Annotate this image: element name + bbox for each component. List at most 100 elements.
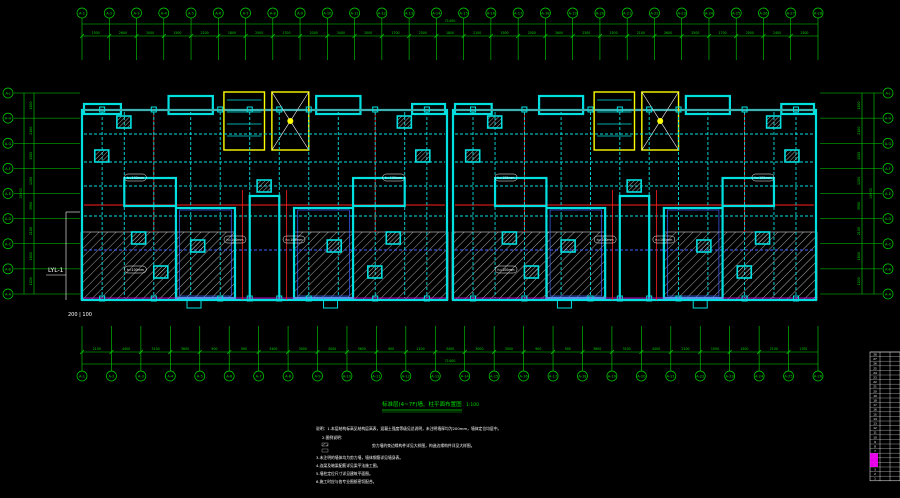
dimension-tick	[609, 349, 615, 355]
dimension-tick	[107, 33, 112, 39]
dimension-value: 1500	[609, 31, 617, 35]
axis-label: A-21	[667, 375, 675, 379]
axis-label: A-F	[5, 167, 11, 171]
axis-bubble	[2, 87, 14, 99]
wall-column	[470, 295, 477, 302]
dimension-tick	[570, 33, 575, 39]
axis-label: A-A	[885, 293, 892, 297]
axis-bubble	[164, 370, 176, 382]
shear-wall	[315, 94, 362, 116]
table-cell: 1	[874, 477, 876, 481]
axis-label: A-25	[732, 12, 740, 16]
axis-label: A-9	[315, 375, 322, 379]
wall-column	[326, 239, 343, 253]
note-line: 6.施工时应与各专业图纸密切配合。	[316, 479, 377, 484]
wall-column	[696, 239, 712, 253]
axis-bubble	[2, 188, 14, 199]
table-cell: 14	[873, 417, 877, 421]
axis-bubble	[312, 370, 323, 382]
axis-bubble	[376, 7, 388, 19]
room-tag: h=100mm	[754, 176, 771, 180]
drawing-scale: 1:100	[466, 402, 479, 408]
dimension-tick	[639, 349, 644, 355]
axis-label: A-15	[460, 12, 468, 16]
axis-label: A-8	[285, 375, 292, 379]
dimension-value: 900	[241, 347, 247, 351]
room-outline	[297, 209, 350, 297]
axis-label: A-21	[623, 12, 631, 16]
table-cell: 28	[873, 353, 877, 357]
axis-bubble	[547, 370, 559, 382]
shear-wall	[248, 194, 281, 302]
table-cell: 13	[873, 422, 877, 426]
dimension-value: 1200	[857, 177, 861, 185]
axis-label: A-B	[885, 267, 892, 271]
dimension-value: 2100	[857, 227, 861, 235]
room-tag-frame	[593, 235, 617, 244]
dimension-tick	[168, 349, 173, 355]
wall-column	[385, 231, 402, 245]
axis-label: A-D	[5, 217, 12, 221]
axis-bubble	[485, 7, 497, 19]
wall-column	[692, 299, 708, 309]
shear-wall	[411, 102, 447, 116]
dimension-value: 900	[565, 347, 571, 351]
room-tag: h=100mm	[498, 176, 515, 180]
axis-bubble	[594, 7, 606, 19]
axis-label: A-G	[885, 142, 892, 146]
table-cell: 26	[873, 362, 877, 366]
wall-column	[521, 106, 528, 113]
shear-wall	[351, 176, 406, 208]
marker-dim: 200 | 100	[68, 312, 92, 318]
table-cell: 3	[874, 468, 876, 472]
table-cell: 8	[874, 445, 876, 449]
axis-label: A-17	[549, 375, 557, 379]
table-cell: 24	[873, 371, 877, 375]
dimension-value: 3600	[358, 347, 366, 351]
dimension-value: 3000	[328, 347, 336, 351]
dimension-tick	[216, 33, 221, 39]
dimension-tick	[515, 33, 521, 39]
dimension-value: 2100	[637, 31, 645, 35]
dimension-total: 71400	[445, 359, 456, 363]
axis-label: A-7	[243, 12, 249, 16]
dimension-value: 2000	[528, 31, 536, 35]
axis-label: A-10	[323, 12, 332, 16]
axis-bubble	[267, 7, 279, 19]
axis-label: A-E	[5, 192, 12, 196]
note-line: 说明：1.本层结构标高见结构层高表，混凝土强度等级见总说明，未注明墙厚均为200…	[316, 426, 501, 431]
wall-column	[587, 295, 594, 302]
axis-label: A-23	[678, 12, 686, 16]
dimension-value: 2100	[473, 31, 481, 35]
dimension-tick	[491, 349, 497, 355]
note-line: 2.图例说明：	[322, 435, 345, 440]
axis-bubble	[518, 370, 529, 382]
wall-column	[675, 106, 682, 113]
axis-bubble	[185, 7, 197, 19]
dimension-tick	[197, 349, 202, 355]
axis-label: A-D	[885, 217, 892, 221]
dimension-tick	[706, 33, 712, 39]
axis-bubble	[676, 7, 688, 19]
axis-bubble	[882, 112, 894, 124]
axis-label: A-22	[696, 375, 704, 379]
axis-bubble	[882, 163, 894, 174]
wall-column	[560, 239, 576, 253]
dimension-value: 1500	[857, 152, 861, 160]
table-cell: 12	[873, 426, 877, 430]
axis-bubble	[2, 213, 14, 224]
dimension-tick	[652, 33, 657, 39]
dimension-tick	[580, 349, 585, 355]
axis-bubble	[341, 370, 353, 382]
room-tag-frame	[382, 173, 405, 182]
axis-bubble	[2, 288, 14, 300]
shear-wall	[537, 94, 585, 116]
axis-bubble	[2, 112, 14, 124]
wall-column	[464, 149, 481, 163]
axis-label: A-26	[814, 375, 823, 379]
dimension-value: 2100	[29, 127, 33, 135]
wall-column	[130, 231, 147, 245]
wall-column	[556, 299, 572, 309]
dimension-tick	[461, 33, 466, 39]
